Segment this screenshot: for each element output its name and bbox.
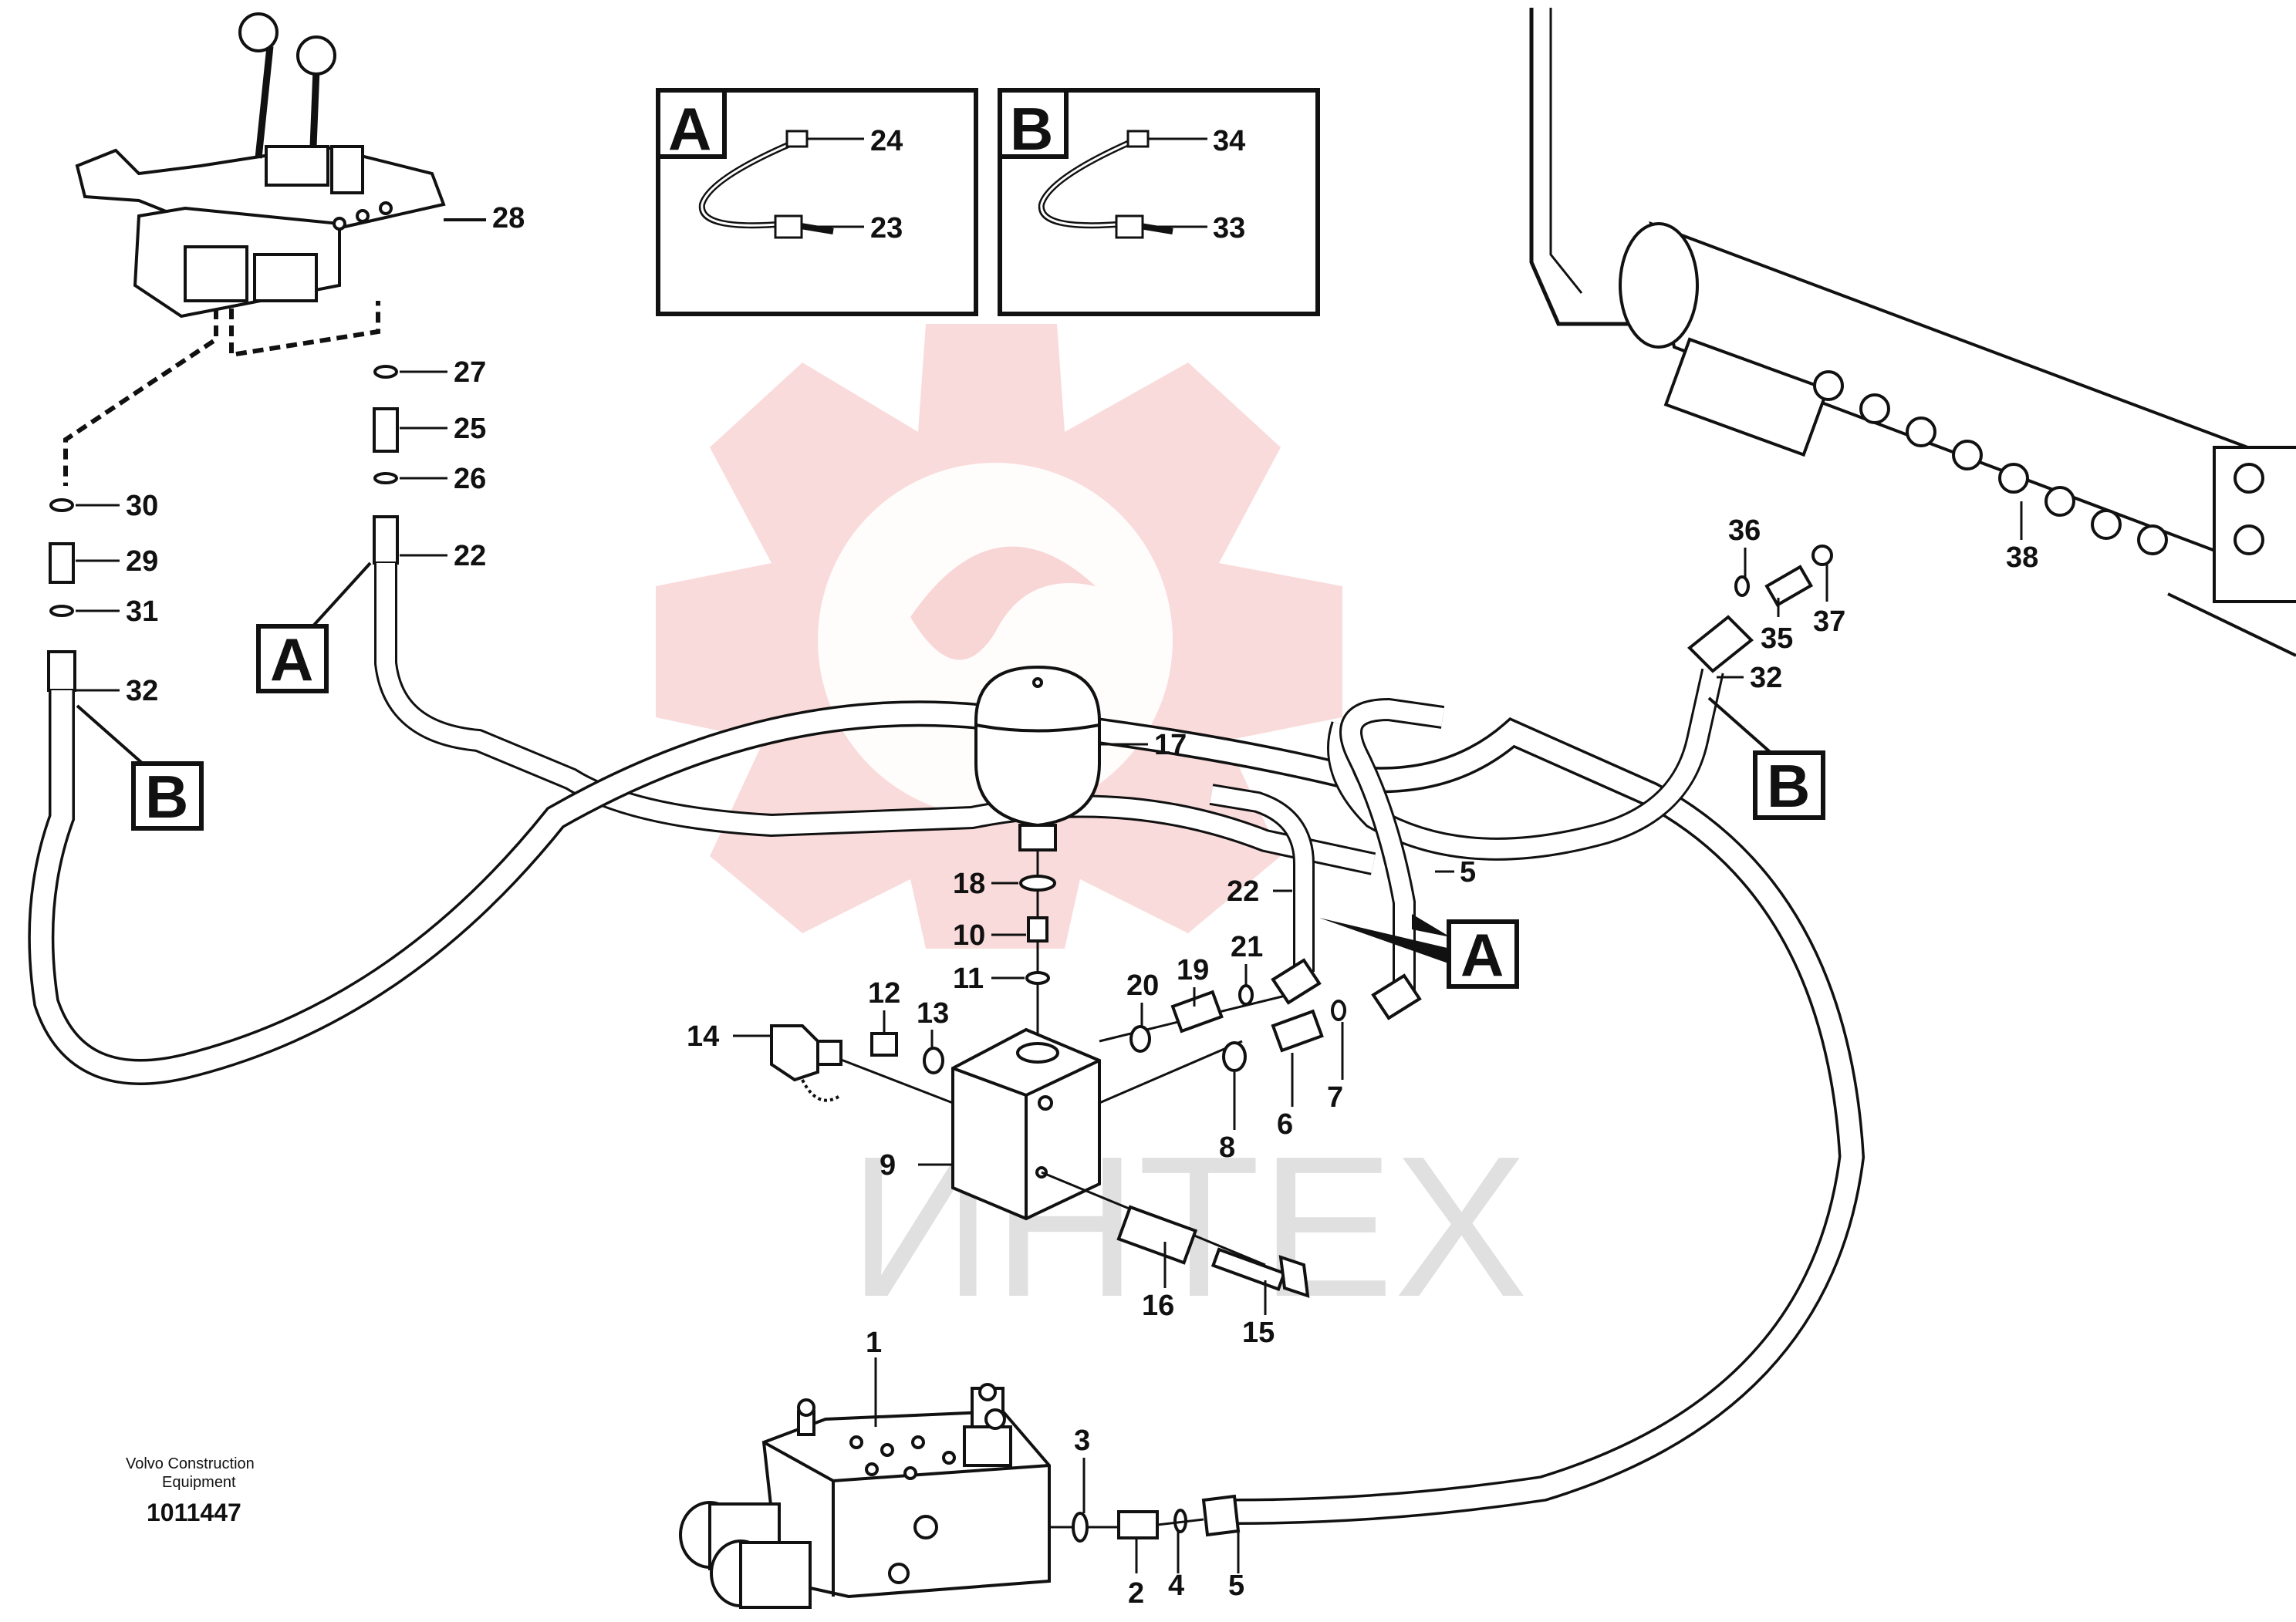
fitting-stack-left bbox=[47, 498, 76, 692]
plug-12-washer-13-coupling-14 bbox=[770, 1024, 944, 1102]
fittings-2-3-4-5 bbox=[1072, 1494, 1241, 1543]
fitting-set-upper-right bbox=[1687, 545, 1833, 673]
label-32-right: 32 bbox=[1750, 662, 1782, 694]
label-10: 10 bbox=[953, 919, 985, 952]
watermark-gear-logo bbox=[656, 324, 1342, 949]
label-6: 6 bbox=[1277, 1108, 1293, 1141]
label-22-left: 22 bbox=[454, 540, 486, 572]
detail-box-b: B 34 33 bbox=[998, 88, 1320, 316]
callout-a-center-letter: A bbox=[1460, 921, 1504, 989]
label-31: 31 bbox=[126, 595, 158, 628]
callout-a-left: A bbox=[256, 561, 372, 693]
footer-company-line1: Volvo Construction bbox=[126, 1455, 255, 1472]
label-5-lower: 5 bbox=[1228, 1570, 1244, 1602]
detail-box-a: A 24 23 bbox=[656, 88, 978, 316]
label-13: 13 bbox=[917, 997, 949, 1030]
label-17: 17 bbox=[1154, 729, 1187, 761]
dashed-line-a bbox=[229, 301, 380, 358]
label-28: 28 bbox=[492, 202, 525, 234]
label-4: 4 bbox=[1168, 1570, 1184, 1602]
callout-b-right: B bbox=[1707, 696, 1825, 820]
callout-a-center: A bbox=[1319, 914, 1519, 989]
spacer-16-bolt-15 bbox=[1116, 1205, 1310, 1298]
label-12: 12 bbox=[868, 977, 900, 1010]
label-26: 26 bbox=[454, 463, 486, 495]
callout-b-left: B bbox=[76, 704, 204, 831]
label-18: 18 bbox=[953, 868, 985, 900]
label-29: 29 bbox=[126, 545, 158, 578]
hose-22-center bbox=[1209, 784, 1315, 972]
label-16: 16 bbox=[1142, 1290, 1174, 1322]
label-8: 8 bbox=[1219, 1131, 1235, 1164]
detail-box-a-letter: A bbox=[668, 95, 711, 163]
label-1: 1 bbox=[866, 1327, 882, 1359]
callout-a-left-letter: A bbox=[270, 626, 313, 693]
label-20: 20 bbox=[1126, 969, 1159, 1002]
fitting-stack-right bbox=[373, 365, 399, 565]
label-32-left: 32 bbox=[126, 675, 158, 707]
valve-block bbox=[951, 1027, 1101, 1221]
hose-32-left bbox=[28, 690, 1866, 1525]
dashed-line-b bbox=[63, 309, 218, 486]
label-11: 11 bbox=[953, 963, 984, 995]
fitting-stack-center bbox=[1019, 875, 1056, 985]
label-22-center: 22 bbox=[1227, 875, 1259, 908]
label-2: 2 bbox=[1128, 1577, 1144, 1610]
footer-company-line2: Equipment bbox=[162, 1474, 236, 1491]
detail-box-b-letter: B bbox=[1010, 95, 1053, 163]
callout-b-left-letter: B bbox=[145, 763, 188, 831]
hose-22-left bbox=[374, 563, 1376, 875]
label-23: 23 bbox=[870, 212, 903, 244]
callout-b-right-letter: B bbox=[1767, 752, 1810, 820]
label-30: 30 bbox=[126, 490, 158, 522]
label-38: 38 bbox=[2006, 541, 2038, 574]
control-lever-unit bbox=[75, 12, 486, 319]
main-control-valve bbox=[679, 1383, 1051, 1609]
fittings-6-7-8 bbox=[1222, 973, 1422, 1072]
label-7: 7 bbox=[1327, 1081, 1343, 1114]
label-5-upper: 5 bbox=[1460, 856, 1476, 889]
hose-32-right bbox=[1327, 668, 1724, 861]
label-21: 21 bbox=[1231, 931, 1263, 963]
accumulator bbox=[974, 665, 1101, 851]
label-15: 15 bbox=[1242, 1317, 1275, 1349]
label-25: 25 bbox=[454, 413, 486, 445]
label-19: 19 bbox=[1177, 954, 1209, 986]
label-24: 24 bbox=[870, 125, 903, 157]
label-14: 14 bbox=[687, 1020, 719, 1053]
label-35: 35 bbox=[1761, 622, 1793, 655]
label-37: 37 bbox=[1813, 605, 1845, 638]
fittings-19-20-21 bbox=[1129, 958, 1322, 1053]
label-27: 27 bbox=[454, 356, 486, 389]
footer-drawing-number: 1011447 bbox=[147, 1499, 241, 1526]
lift-cylinder bbox=[1529, 8, 2296, 657]
label-34: 34 bbox=[1213, 125, 1245, 157]
hose-5-upper bbox=[1339, 697, 1445, 995]
label-9: 9 bbox=[880, 1149, 896, 1182]
label-33: 33 bbox=[1213, 212, 1245, 244]
label-3: 3 bbox=[1074, 1425, 1090, 1457]
label-36: 36 bbox=[1728, 514, 1761, 547]
